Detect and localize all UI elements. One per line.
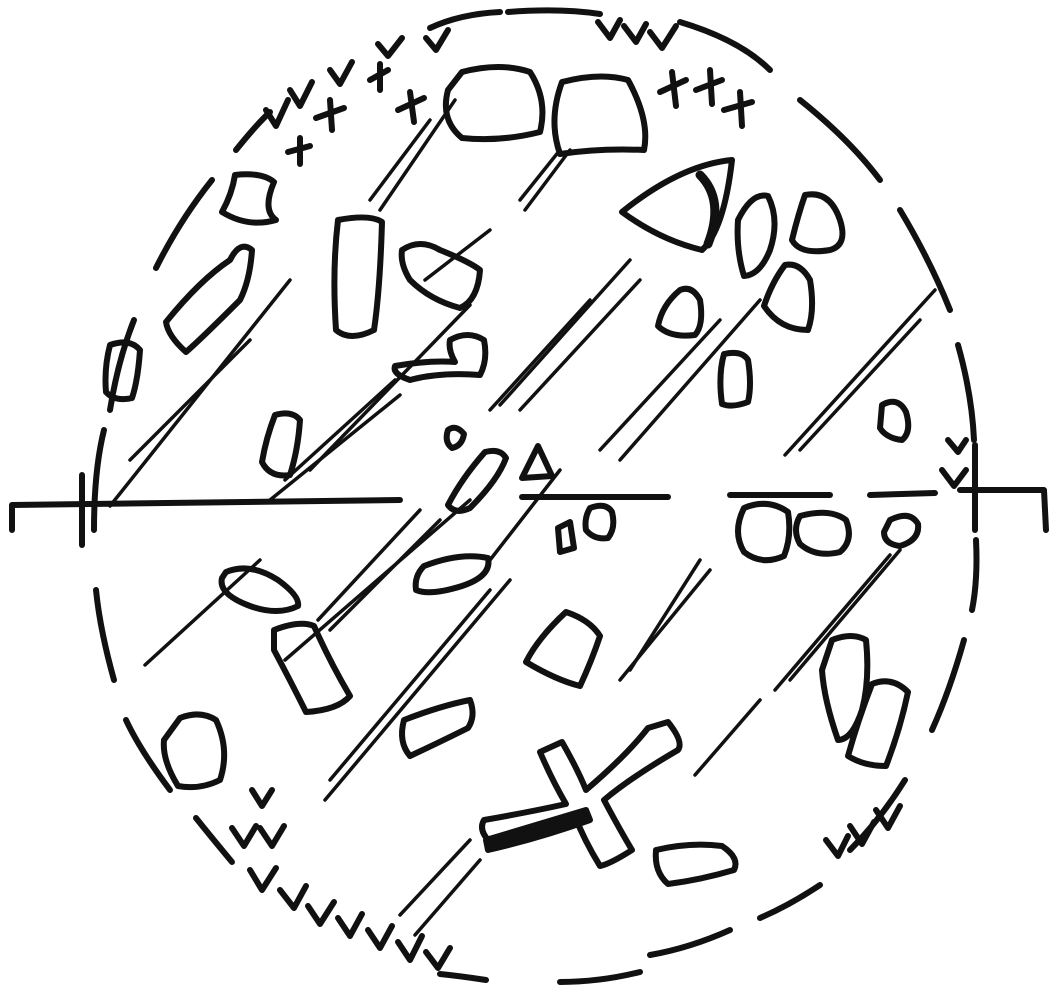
- grain-left-axis: [262, 413, 300, 475]
- grain-pair-left: [738, 196, 775, 277]
- grain-oval-small: [884, 516, 918, 546]
- grain-tiny-triangle: [522, 446, 552, 478]
- grain-wedge: [395, 335, 486, 380]
- grain-right-drop: [880, 402, 908, 440]
- grain-dot: [447, 428, 464, 448]
- grain-wide-sliver: [416, 556, 489, 592]
- grain-pair-right-bottom: [764, 265, 812, 330]
- grain-oval-right-a: [738, 504, 789, 560]
- grain-elongate-lower: [402, 700, 473, 756]
- grains: [106, 67, 919, 884]
- grain-center-sliver: [448, 451, 506, 511]
- grain-chip: [658, 289, 701, 336]
- grain-oval-lower-left: [222, 568, 299, 611]
- grain-pair-right-top: [792, 194, 842, 251]
- grain-bottom-sliver: [656, 845, 736, 884]
- grain-oval-mid: [402, 244, 480, 308]
- grain-top-box: [446, 67, 543, 139]
- grain-oval-right-b: [796, 513, 849, 554]
- grain-small-left: [222, 174, 276, 222]
- hatch-lines: [110, 100, 935, 935]
- grain-d-shape: [164, 714, 224, 787]
- grain-top-right: [554, 76, 645, 154]
- grain-elongate-left: [166, 247, 252, 352]
- grain-column: [334, 217, 382, 336]
- grain-right-column-b: [848, 681, 908, 766]
- grain-small-rect: [720, 353, 750, 406]
- plus-symbols: [288, 64, 752, 164]
- grain-sub-b: [586, 506, 614, 539]
- grain-triangle-edge: [700, 175, 715, 244]
- grain-quad-center: [526, 612, 600, 686]
- grain-sub-a: [558, 522, 574, 552]
